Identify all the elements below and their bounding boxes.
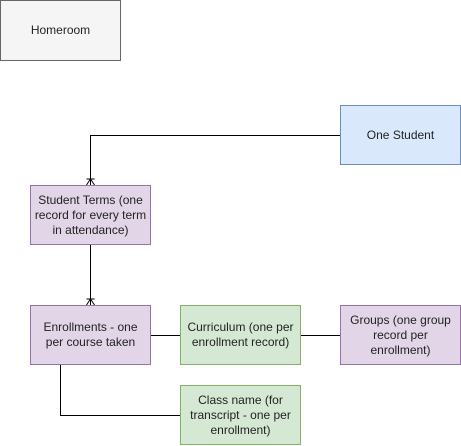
edge-student-to-terms	[90, 135, 340, 185]
one-student-label: One Student	[366, 127, 435, 142]
curriculum-node[interactable]: Curriculum (one per enrollment record)	[180, 305, 301, 365]
curriculum-label: Curriculum (one per enrollment record)	[187, 320, 294, 349]
edge-enrollments-to-classname	[60, 365, 180, 416]
homeroom-label: Homeroom	[30, 23, 91, 37]
one-student-node[interactable]: One Student	[340, 105, 461, 165]
class-name-node[interactable]: Class name (for transcript - one per enr…	[180, 385, 301, 445]
enrollments-node[interactable]: Enrollments - one per course taken	[30, 305, 151, 365]
student-terms-label: Student Terms (one record for every term…	[34, 192, 147, 237]
groups-label: Groups (one group record per enrollment)	[350, 312, 451, 357]
crowfoot-terms-icon	[86, 178, 95, 186]
enrollments-label: Enrollments - one per course taken	[43, 320, 138, 349]
groups-node[interactable]: Groups (one group record per enrollment)	[340, 305, 461, 365]
student-terms-node[interactable]: Student Terms (one record for every term…	[30, 185, 151, 245]
homeroom-node[interactable]: Homeroom	[0, 0, 121, 61]
class-name-label: Class name (for transcript - one per enr…	[190, 392, 291, 437]
crowfoot-enrollments-icon	[86, 298, 95, 306]
